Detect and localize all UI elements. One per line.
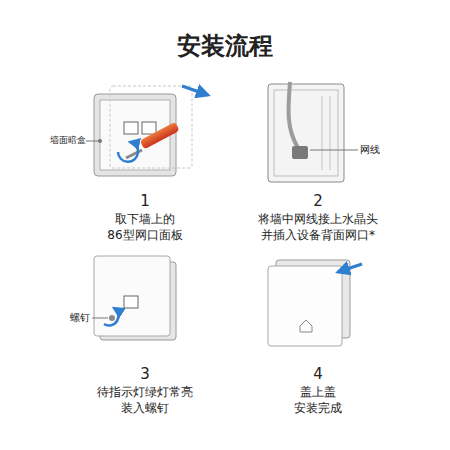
- screwdriver-shaft: [126, 150, 142, 158]
- part-label: 墙面暗盒: [36, 134, 86, 146]
- step-number: 3: [125, 364, 165, 384]
- title: 安装流程: [0, 30, 450, 62]
- step-number: 1: [125, 191, 165, 211]
- move-arrow: [338, 264, 362, 272]
- step-number: 4: [298, 364, 338, 384]
- leader-line: [86, 141, 100, 142]
- part-label: 螺钉: [40, 311, 90, 325]
- removed-plate: [110, 86, 192, 168]
- device-frame: [274, 90, 338, 176]
- part-label: 网线: [360, 143, 400, 157]
- step-caption: 盖上盖 安装完成: [288, 384, 348, 416]
- device-back: [268, 84, 344, 182]
- device-body: [94, 256, 170, 336]
- cover-icon: [300, 320, 312, 332]
- step-caption: 待指示灯绿灯常亮 装入螺钉: [85, 384, 205, 416]
- turn-arrow: [118, 142, 138, 162]
- front-cover: [268, 266, 342, 346]
- screw: [109, 315, 115, 321]
- leader-line: [92, 318, 108, 319]
- rj45-plug: [292, 146, 308, 159]
- move-arrow: [182, 86, 208, 95]
- step-number: 2: [298, 191, 338, 211]
- rib: [322, 96, 323, 170]
- step-caption: 将墙中网线接上水晶头 并插入设备背面网口*: [248, 211, 388, 243]
- rib: [330, 96, 331, 170]
- turn-arrow: [104, 308, 118, 325]
- leader-dot: [98, 139, 102, 143]
- screwdriver-handle: [140, 122, 180, 150]
- network-cable: [288, 82, 298, 148]
- port: [142, 122, 156, 134]
- leader-line: [310, 150, 358, 151]
- step-caption: 取下墙上的 86型网口面板: [80, 211, 210, 243]
- port: [124, 296, 138, 308]
- port: [124, 122, 138, 134]
